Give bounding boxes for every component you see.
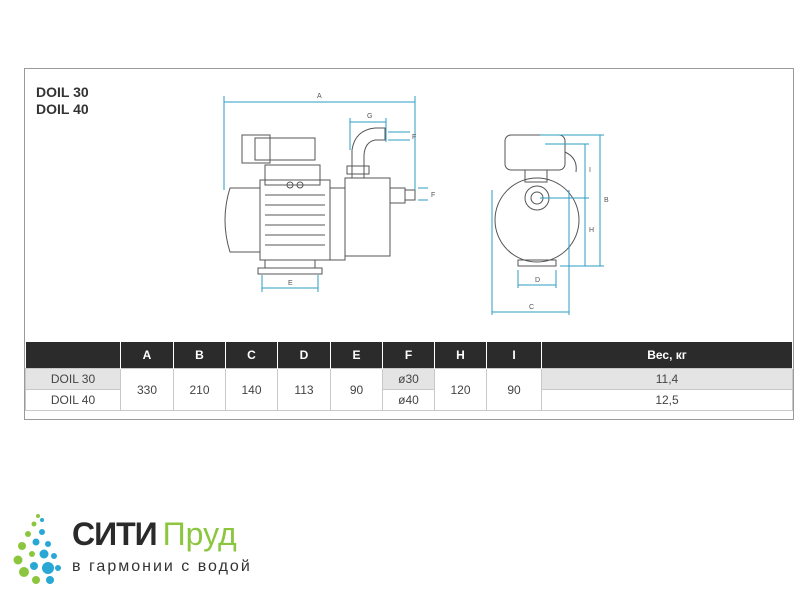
cell-e: 90: [330, 368, 383, 411]
header-e: E: [330, 342, 383, 369]
cell-model: DOIL 30: [25, 368, 121, 390]
dim-label-i: I: [589, 167, 591, 174]
cell-h: 120: [434, 368, 487, 411]
cell-f: ø40: [382, 389, 435, 411]
header-weight: Вес, кг: [541, 342, 793, 369]
cell-weight: 12,5: [541, 389, 793, 411]
cell-i: 90: [486, 368, 542, 411]
dim-label-b: B: [604, 197, 609, 204]
brand-tagline: в гармонии с водой: [72, 558, 252, 575]
table-row: DOIL 30 330 210 140 113 90 ø30 120 90 11…: [25, 368, 793, 411]
table-header: A B C D E F H I Вес, кг: [25, 342, 793, 369]
header-h: H: [434, 342, 487, 369]
dim-label-f1: F: [412, 134, 416, 141]
cell-model: DOIL 40: [25, 389, 121, 411]
header-a: A: [120, 342, 174, 369]
cell-d: 113: [277, 368, 331, 411]
drawing-frame: [24, 68, 794, 420]
brand-green: Пруд: [162, 516, 237, 552]
cell-b: 210: [173, 368, 226, 411]
header-b: B: [173, 342, 226, 369]
header-f: F: [382, 342, 435, 369]
cell-c: 140: [225, 368, 278, 411]
dim-label-a: A: [317, 93, 322, 100]
model-title: DOIL 30 DOIL 40: [36, 84, 89, 118]
cell-f: ø30: [382, 368, 435, 390]
dimensions-table: A B C D E F H I Вес, кг DOIL 30 330 210 …: [25, 342, 793, 411]
table-row: DOIL 40 ø40 12,5: [25, 389, 793, 411]
cell-a: 330: [120, 368, 174, 411]
model-title-1: DOIL 30: [36, 84, 89, 100]
water-drop-logo-icon: [13, 514, 61, 584]
dim-label-h: H: [589, 227, 594, 234]
header-model: [25, 342, 121, 369]
dim-label-c: C: [529, 304, 534, 311]
header-d: D: [277, 342, 331, 369]
dim-label-d: D: [535, 277, 540, 284]
cell-weight: 11,4: [541, 368, 793, 390]
pump-dimension-drawing: A G F F E D C B I H: [223, 93, 609, 315]
dim-label-g: G: [367, 113, 372, 120]
header-c: C: [225, 342, 278, 369]
header-i: I: [486, 342, 542, 369]
brand-dark: СИТИ: [72, 516, 158, 552]
dim-label-f2: F: [431, 192, 435, 199]
dim-label-e: E: [288, 280, 293, 287]
model-title-2: DOIL 40: [36, 101, 89, 117]
